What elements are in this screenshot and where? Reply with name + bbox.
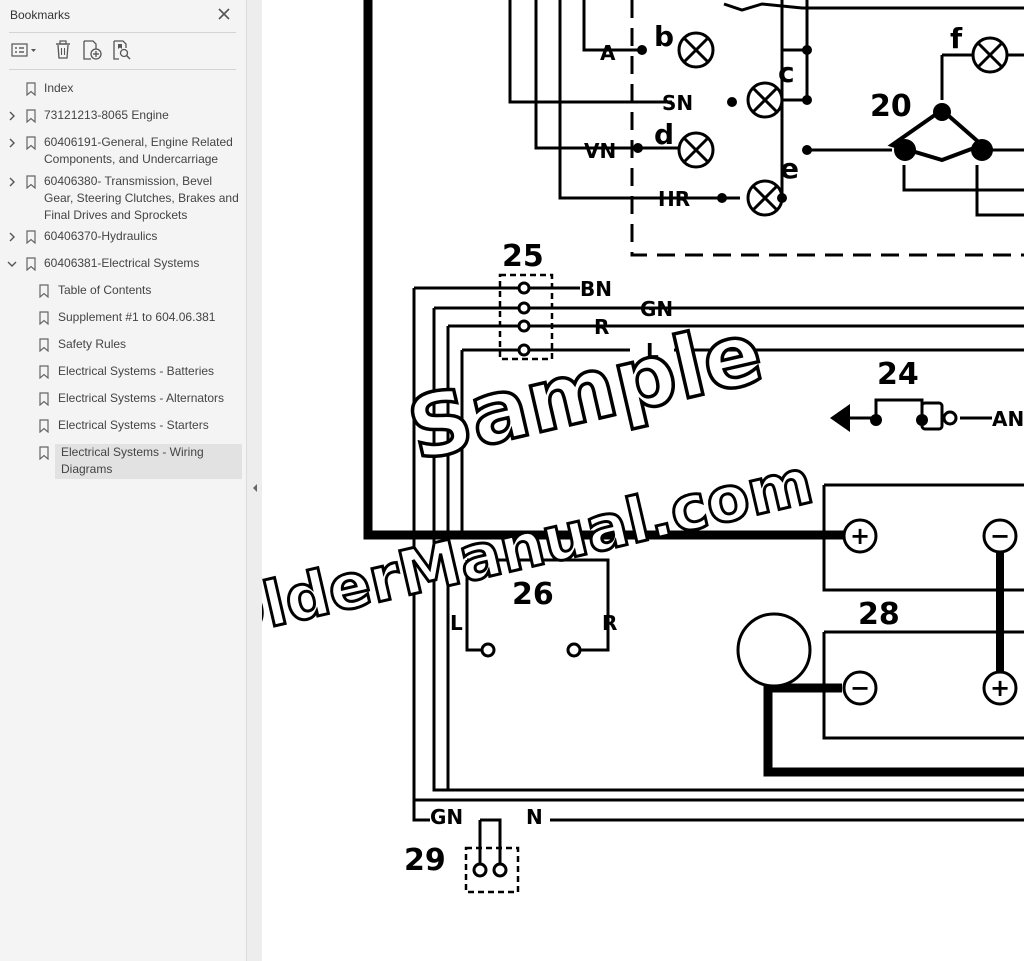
- bookmarks-panel: Bookmarks: [0, 0, 247, 961]
- battery-plus-terminal: +: [990, 674, 1010, 702]
- component-25-label: 25: [502, 239, 544, 274]
- bookmark-item[interactable]: Electrical Systems - Alternators: [0, 390, 242, 408]
- bookmarks-header: Bookmarks: [0, 0, 246, 30]
- wire-label: A: [600, 41, 616, 65]
- chevron-right-icon[interactable]: [6, 110, 18, 122]
- watermark-line-2: OlderManual.com: [262, 444, 819, 653]
- bookmark-icon: [39, 446, 49, 460]
- wire-label: N: [526, 805, 543, 829]
- chevron-down-icon[interactable]: [6, 258, 18, 270]
- lamp-label: e: [780, 152, 799, 185]
- bookmark-icon: [39, 419, 49, 433]
- wiring-diagram: + − − + 20 24 25 26 28 29 A SN VN HR BN …: [262, 0, 1024, 894]
- options-menu-icon: [11, 43, 36, 57]
- wire-label: GN: [430, 805, 463, 829]
- divider: [9, 69, 236, 70]
- lamp-label: c: [778, 56, 795, 89]
- bookmark-icon: [39, 311, 49, 325]
- bookmark-label: 60406191-General, Engine Related Compone…: [44, 135, 233, 166]
- component-20-label: 20: [870, 89, 912, 124]
- bookmark-item[interactable]: Index: [0, 80, 242, 98]
- wire-label: GN: [640, 297, 673, 321]
- chevron-right-icon[interactable]: [6, 231, 18, 243]
- bookmark-label: Table of Contents: [58, 283, 152, 297]
- lamp-label: b: [654, 20, 674, 53]
- bookmark-icon: [39, 365, 49, 379]
- bookmark-icon: [26, 136, 36, 150]
- divider: [9, 32, 236, 33]
- bookmark-icon: [26, 109, 36, 123]
- battery-minus-terminal: −: [990, 522, 1010, 550]
- bookmark-label: Electrical Systems - Batteries: [58, 364, 215, 378]
- bookmark-label: Safety Rules: [58, 337, 127, 351]
- component-24-label: 24: [877, 357, 919, 392]
- bookmark-label: 60406380- Transmission, Bevel Gear, Stee…: [44, 174, 239, 222]
- panel-title: Bookmarks: [10, 8, 71, 22]
- delete-bookmark-icon: [56, 40, 70, 59]
- wire-label: L: [646, 339, 659, 363]
- bookmark-item[interactable]: 60406370-Hydraulics: [0, 228, 242, 246]
- watermark-line-1: Sample: [399, 303, 771, 481]
- lamp-label: d: [654, 118, 674, 151]
- bookmark-label: 73121213-8065 Engine: [44, 108, 169, 122]
- bookmark-label: Electrical Systems - Alternators: [58, 391, 225, 405]
- side-label: R: [602, 611, 617, 635]
- bookmark-label: Electrical Systems - Starters: [58, 418, 209, 432]
- battery-plus-terminal: +: [850, 522, 870, 550]
- bookmark-item[interactable]: 60406380- Transmission, Bevel Gear, Stee…: [0, 173, 242, 224]
- battery-minus-terminal: −: [850, 674, 870, 702]
- wire-label: SN: [662, 91, 693, 115]
- bookmark-label: Supplement #1 to 604.06.381: [58, 310, 216, 324]
- bookmark-item[interactable]: Supplement #1 to 604.06.381: [0, 309, 242, 327]
- component-26-label: 26: [512, 577, 554, 612]
- new-bookmark-button[interactable]: [80, 38, 104, 62]
- close-icon[interactable]: [216, 6, 232, 22]
- find-bookmark-button[interactable]: [110, 38, 134, 62]
- bookmark-label: Index: [44, 81, 74, 95]
- bookmark-icon: [26, 82, 36, 96]
- bookmark-item[interactable]: Electrical Systems - Starters: [0, 417, 242, 435]
- bookmark-item[interactable]: Safety Rules: [0, 336, 242, 354]
- wire-label: VN: [584, 139, 616, 163]
- bookmarks-toolbar: [8, 38, 238, 64]
- collapse-panel-icon[interactable]: [250, 480, 260, 496]
- bookmark-icon: [26, 230, 36, 244]
- delete-bookmark-button[interactable]: [52, 38, 74, 62]
- component-28-label: 28: [858, 597, 900, 632]
- wire-label: BN: [580, 277, 612, 301]
- bookmark-icon: [39, 392, 49, 406]
- bookmark-item[interactable]: 73121213-8065 Engine: [0, 107, 242, 125]
- bookmark-item[interactable]: 60406381-Electrical Systems: [0, 255, 242, 273]
- new-bookmark-icon: [83, 40, 102, 60]
- options-menu-button[interactable]: [8, 38, 40, 62]
- bookmark-item[interactable]: 60406191-General, Engine Related Compone…: [0, 134, 242, 168]
- component-29-label: 29: [404, 843, 446, 878]
- bookmark-item[interactable]: Electrical Systems - Wiring Diagrams: [39, 444, 242, 479]
- bookmark-item[interactable]: Electrical Systems - Batteries: [0, 363, 242, 381]
- wire-label: HR: [658, 187, 690, 211]
- bookmark-icon: [39, 284, 49, 298]
- bookmark-icon: [26, 257, 36, 271]
- bookmark-label: 60406370-Hydraulics: [44, 229, 158, 243]
- lamp-label: f: [950, 22, 963, 55]
- bookmark-search-icon: [113, 40, 131, 60]
- bookmark-label: 60406381-Electrical Systems: [44, 256, 200, 270]
- pdf-page[interactable]: + − − + 20 24 25 26 28 29 A SN VN HR BN …: [262, 0, 1024, 961]
- side-label: L: [450, 611, 463, 635]
- wire-label: AN: [992, 407, 1024, 431]
- bookmark-label: Electrical Systems - Wiring Diagrams: [61, 445, 204, 476]
- bookmark-icon: [26, 175, 36, 189]
- wire-label: R: [594, 315, 609, 339]
- chevron-right-icon[interactable]: [6, 176, 18, 188]
- bookmark-icon: [39, 338, 49, 352]
- bookmark-item[interactable]: Table of Contents: [0, 282, 242, 300]
- chevron-right-icon[interactable]: [6, 137, 18, 149]
